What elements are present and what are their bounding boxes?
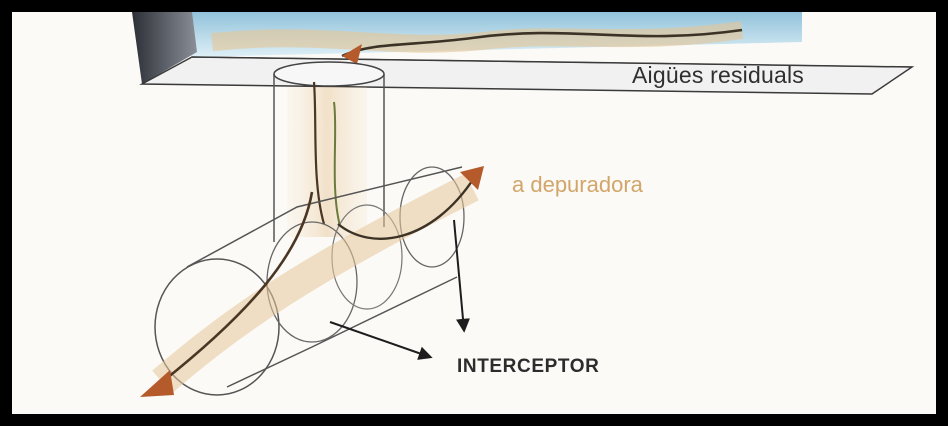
vertical-pipe: [274, 62, 384, 242]
label-aigues-residuals: Aigües residuals: [632, 62, 804, 89]
label-depuradora: a depuradora: [512, 172, 643, 198]
label-interceptor: INTERCEPTOR: [457, 356, 599, 378]
diagram-frame: Aigües residuals a depuradora INTERCEPTO…: [12, 12, 936, 414]
